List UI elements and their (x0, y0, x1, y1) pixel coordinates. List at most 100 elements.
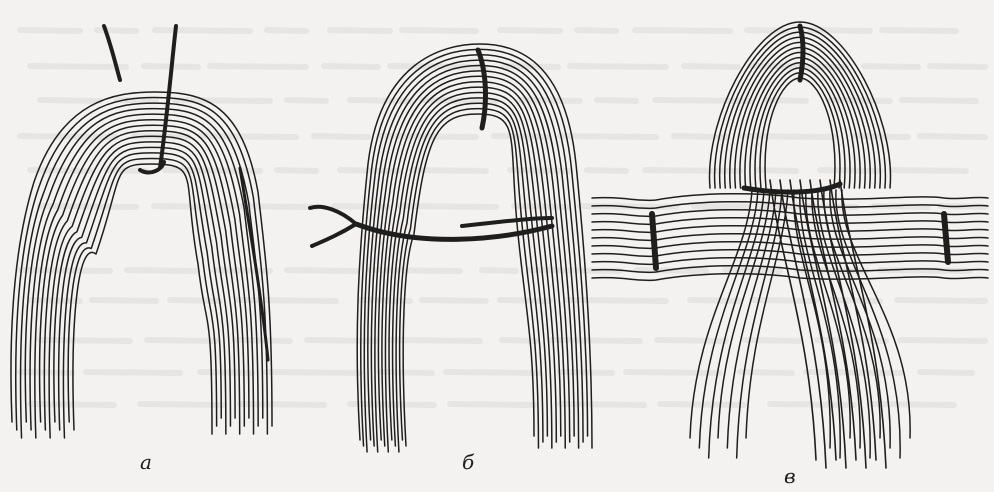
bleed-line (287, 270, 356, 271)
bleed-line (20, 136, 116, 137)
bleed-line (287, 100, 326, 101)
bleed-line (380, 372, 432, 373)
bleed-line (314, 136, 368, 137)
bleed-line (40, 206, 136, 207)
head-strand (720, 32, 881, 188)
bleed-line (340, 170, 400, 171)
bleed-line (560, 136, 656, 137)
bleed-line (170, 300, 220, 301)
bleed-line (570, 66, 666, 67)
bleed-line (40, 100, 100, 101)
head-cord (478, 50, 485, 128)
bleed-line (40, 340, 130, 341)
step-a-folded-thread-bundle (11, 26, 272, 438)
bleed-line (745, 340, 800, 341)
bleed-line (402, 30, 476, 31)
bleed-line (567, 300, 666, 301)
bleed-line (897, 300, 985, 301)
bleed-line (740, 136, 836, 137)
arm-strand (592, 258, 988, 265)
thread-strand (54, 142, 231, 426)
right-wrist-tie (944, 214, 948, 262)
bleed-line (422, 300, 486, 301)
bleed-line (810, 30, 870, 31)
thread-strand (371, 66, 574, 446)
thread-strand (59, 147, 226, 434)
bleed-line (560, 404, 644, 405)
bleed-line (740, 372, 792, 373)
step-b-bundle-tied-head (310, 44, 592, 452)
step-c-doll-with-arms (592, 22, 988, 468)
thread-strand (403, 114, 534, 446)
bleed-line (330, 30, 390, 31)
figure-label-b: б (462, 450, 474, 474)
waist-tie-end-2 (312, 224, 356, 246)
bleed-line (266, 372, 360, 373)
bleed-line (350, 100, 410, 101)
bleed-line (360, 300, 410, 301)
figure-label-c: в (784, 464, 796, 488)
bleed-line (350, 404, 434, 405)
bleed-line (20, 30, 80, 31)
bleed-line (30, 404, 114, 405)
bleed-line (550, 340, 640, 341)
bleed-line (370, 270, 460, 271)
bleed-line (155, 30, 250, 31)
bleed-line (267, 30, 306, 31)
bleed-line (482, 270, 516, 271)
arm-strand (592, 194, 988, 201)
bleed-line (747, 30, 786, 31)
left-wrist-tie (652, 214, 656, 268)
bleed-line (400, 206, 496, 207)
bleed-line (882, 30, 956, 31)
bleed-line (240, 404, 324, 405)
bleed-line (645, 170, 740, 171)
bleed-line (446, 372, 540, 373)
bleed-line (502, 340, 536, 341)
body-strand (737, 190, 782, 458)
thread-strand (396, 103, 543, 452)
bleed-line (210, 66, 306, 67)
cord-left-end (104, 26, 120, 80)
body-strand (699, 190, 758, 448)
bleed-line (626, 372, 720, 373)
bleed-line (412, 170, 486, 171)
figure-label-a: а (140, 450, 152, 474)
bleed-line (752, 300, 816, 301)
bleed-line (920, 372, 972, 373)
bleed-line (694, 206, 748, 207)
arm-strand (592, 250, 988, 257)
bleed-line (277, 170, 316, 171)
bleed-line (864, 66, 918, 67)
bleed-line (870, 404, 954, 405)
bleed-line (500, 30, 560, 31)
thread-strand (68, 158, 216, 426)
background-bleed-through-text (20, 30, 985, 405)
bleed-line (147, 340, 216, 341)
bleed-line (690, 300, 740, 301)
bleed-line (635, 30, 730, 31)
bleed-line (930, 66, 985, 67)
bleed-line (324, 66, 378, 67)
bleed-line (237, 300, 336, 301)
bleed-line (20, 372, 72, 373)
waist-tie-back (462, 218, 552, 226)
bleed-line (380, 136, 476, 137)
bleed-line (307, 340, 376, 341)
bleed-line (900, 340, 985, 341)
bleed-line (92, 300, 156, 301)
bleed-line (920, 136, 985, 137)
bleed-line (450, 404, 534, 405)
bleed-line (577, 30, 616, 31)
bleed-line (597, 100, 636, 101)
bleed-line (587, 170, 626, 171)
bleed-line (86, 372, 180, 373)
bleed-line (757, 170, 796, 171)
bleed-line (892, 170, 966, 171)
bleed-line (902, 100, 976, 101)
thread-strand (400, 109, 539, 448)
thread-strand (63, 153, 221, 438)
bleed-line (127, 270, 196, 271)
